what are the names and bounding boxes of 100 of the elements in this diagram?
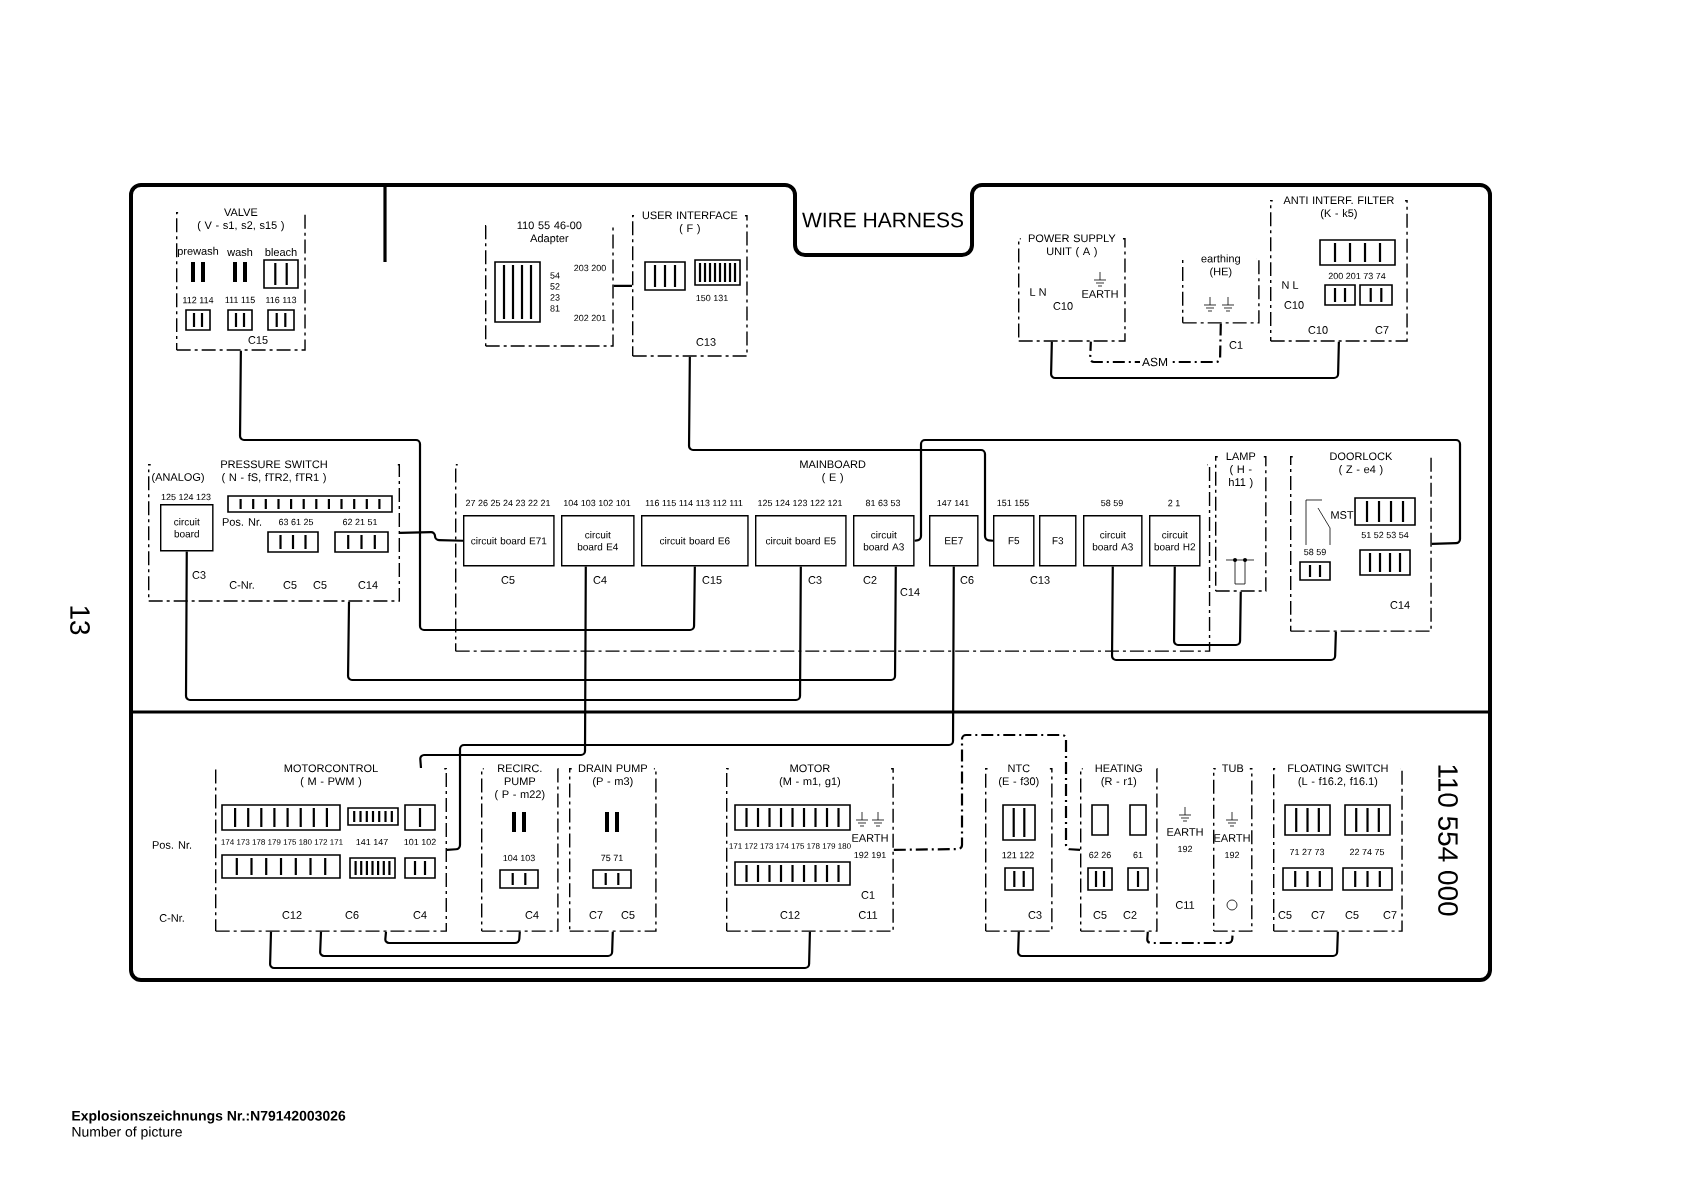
connector-box: F5: [993, 515, 1035, 567]
connector-box: circuit board: [160, 504, 214, 552]
connector-code: C15: [702, 576, 722, 584]
connector-code: C14: [358, 581, 378, 589]
pin-numbers: 200 201 73 74: [1328, 272, 1386, 280]
pin-numbers: 104 103 102 101: [563, 499, 631, 507]
connector-code: C15: [248, 336, 268, 344]
connector-code: C5: [621, 911, 635, 919]
connector-code: C4: [413, 911, 427, 919]
part-label: L N: [1030, 288, 1046, 296]
pin-numbers: 116 115 114 113 112 111: [645, 499, 743, 507]
pin-numbers: 51 52 53 54: [1361, 531, 1409, 539]
footer-text: Explosionszeichnungs Nr.:N79142003026: [72, 1110, 346, 1124]
wire: [1172, 566, 1242, 647]
wire: [1089, 323, 1222, 364]
connector-box: circuit board E5: [755, 515, 847, 567]
connector-code: C14: [900, 588, 920, 596]
pin-numbers: 147 141: [937, 499, 969, 507]
part-label: C-Nr.: [229, 581, 254, 589]
connector-code: C7: [589, 911, 603, 919]
pin-numbers: 54 52 23 81: [550, 272, 560, 312]
wire: [346, 566, 897, 682]
connector-code: C5: [313, 581, 327, 589]
pin-numbers: 71 27 73: [1290, 848, 1325, 856]
part-label: bleach: [265, 247, 297, 256]
connector-box: circuit board H2: [1149, 515, 1201, 567]
connector-code: C3: [808, 576, 822, 584]
connector-code: C1: [1229, 341, 1243, 349]
pin-numbers: 202 201: [574, 314, 606, 322]
wire: [1146, 931, 1234, 945]
connector-code: C12: [282, 911, 302, 919]
part-label: (ANALOG): [152, 472, 204, 484]
connector-box: circuit board E71: [463, 515, 555, 567]
pin-numbers: 22 74 75: [1349, 848, 1385, 856]
pin-numbers: 81 63 53: [865, 499, 901, 507]
connector-code: C10: [1308, 326, 1328, 334]
connector-code: C11: [1175, 901, 1195, 909]
tab-title: WIRE HARNESS: [802, 212, 964, 228]
pin-numbers: 61: [1133, 851, 1143, 859]
wire: [419, 566, 587, 769]
wire: [184, 551, 802, 702]
wire: [400, 531, 464, 542]
pin-numbers: 112 114: [183, 296, 214, 304]
connector-box: F3: [1039, 515, 1077, 567]
component-group: LAMP ( H - h11 ): [1215, 450, 1267, 592]
connector-code: C2: [1123, 911, 1137, 919]
connector-code: C2: [863, 576, 877, 584]
wire: [319, 931, 614, 958]
wire: [893, 733, 1081, 851]
footer-text: Number of picture: [72, 1126, 182, 1140]
connector-box: circuit board A3: [1083, 515, 1143, 567]
pin-numbers: 192 191: [854, 851, 886, 859]
pin-numbers: 101 102: [404, 838, 436, 846]
component-group: earthing (HE): [1182, 252, 1260, 324]
drawing-number: 110 554 000: [1438, 765, 1458, 916]
connector-code: C4: [525, 911, 539, 919]
part-label: C-Nr.: [159, 914, 184, 922]
connector-box: circuit board E6: [641, 515, 749, 567]
pin-numbers: 2 1: [1168, 499, 1180, 507]
edge-label: ASM: [1140, 355, 1170, 369]
connector-code: C13: [1030, 576, 1050, 584]
part-label: prewash: [177, 246, 219, 258]
connector-code: C5: [283, 581, 297, 589]
connector-code: C14: [1390, 601, 1410, 609]
part-label: EARTH: [1082, 290, 1118, 298]
wire: [687, 356, 994, 542]
pin-numbers: 62 21 51: [343, 518, 378, 526]
connector-code: C5: [1093, 911, 1107, 919]
connector-code: C11: [858, 911, 878, 919]
connector-code: C6: [960, 576, 974, 584]
connector-code: C12: [780, 911, 800, 919]
pin-numbers: 58 59: [1101, 499, 1123, 507]
connector-code: C3: [192, 571, 206, 579]
connector-code: C7: [1383, 911, 1397, 919]
connector-code: C13: [696, 338, 716, 346]
pin-numbers: 104 103: [503, 854, 535, 862]
pin-numbers: 121 122: [1002, 851, 1034, 859]
connector-code: C3: [1028, 911, 1042, 919]
connector-code: C10: [1053, 302, 1073, 310]
pin-numbers: 116 113: [266, 296, 297, 304]
part-label: EARTH: [852, 834, 888, 842]
pin-numbers: 111 115: [225, 296, 255, 304]
pin-numbers: 141 147: [356, 838, 388, 846]
pin-numbers: 58 59: [1304, 548, 1326, 556]
wire: [913, 438, 1462, 545]
wire: [238, 350, 696, 632]
wire: [446, 566, 955, 851]
pin-numbers: 62 26: [1089, 851, 1111, 859]
pin-numbers: 192: [1178, 845, 1193, 853]
part-label: MST: [1331, 511, 1354, 519]
page-number: 13: [70, 606, 90, 635]
connector-code: C4: [593, 576, 607, 584]
connector-code: C10: [1284, 301, 1304, 309]
pin-numbers: 151 155: [997, 499, 1029, 507]
pin-numbers: 150 131: [696, 294, 728, 302]
connector-code: C5: [1278, 911, 1292, 919]
connector-code: C1: [861, 891, 875, 899]
wire: [384, 931, 521, 945]
connector-box: EE7: [929, 515, 979, 567]
pin-numbers: 171 172 173 174 175 178 179 180: [729, 843, 851, 849]
